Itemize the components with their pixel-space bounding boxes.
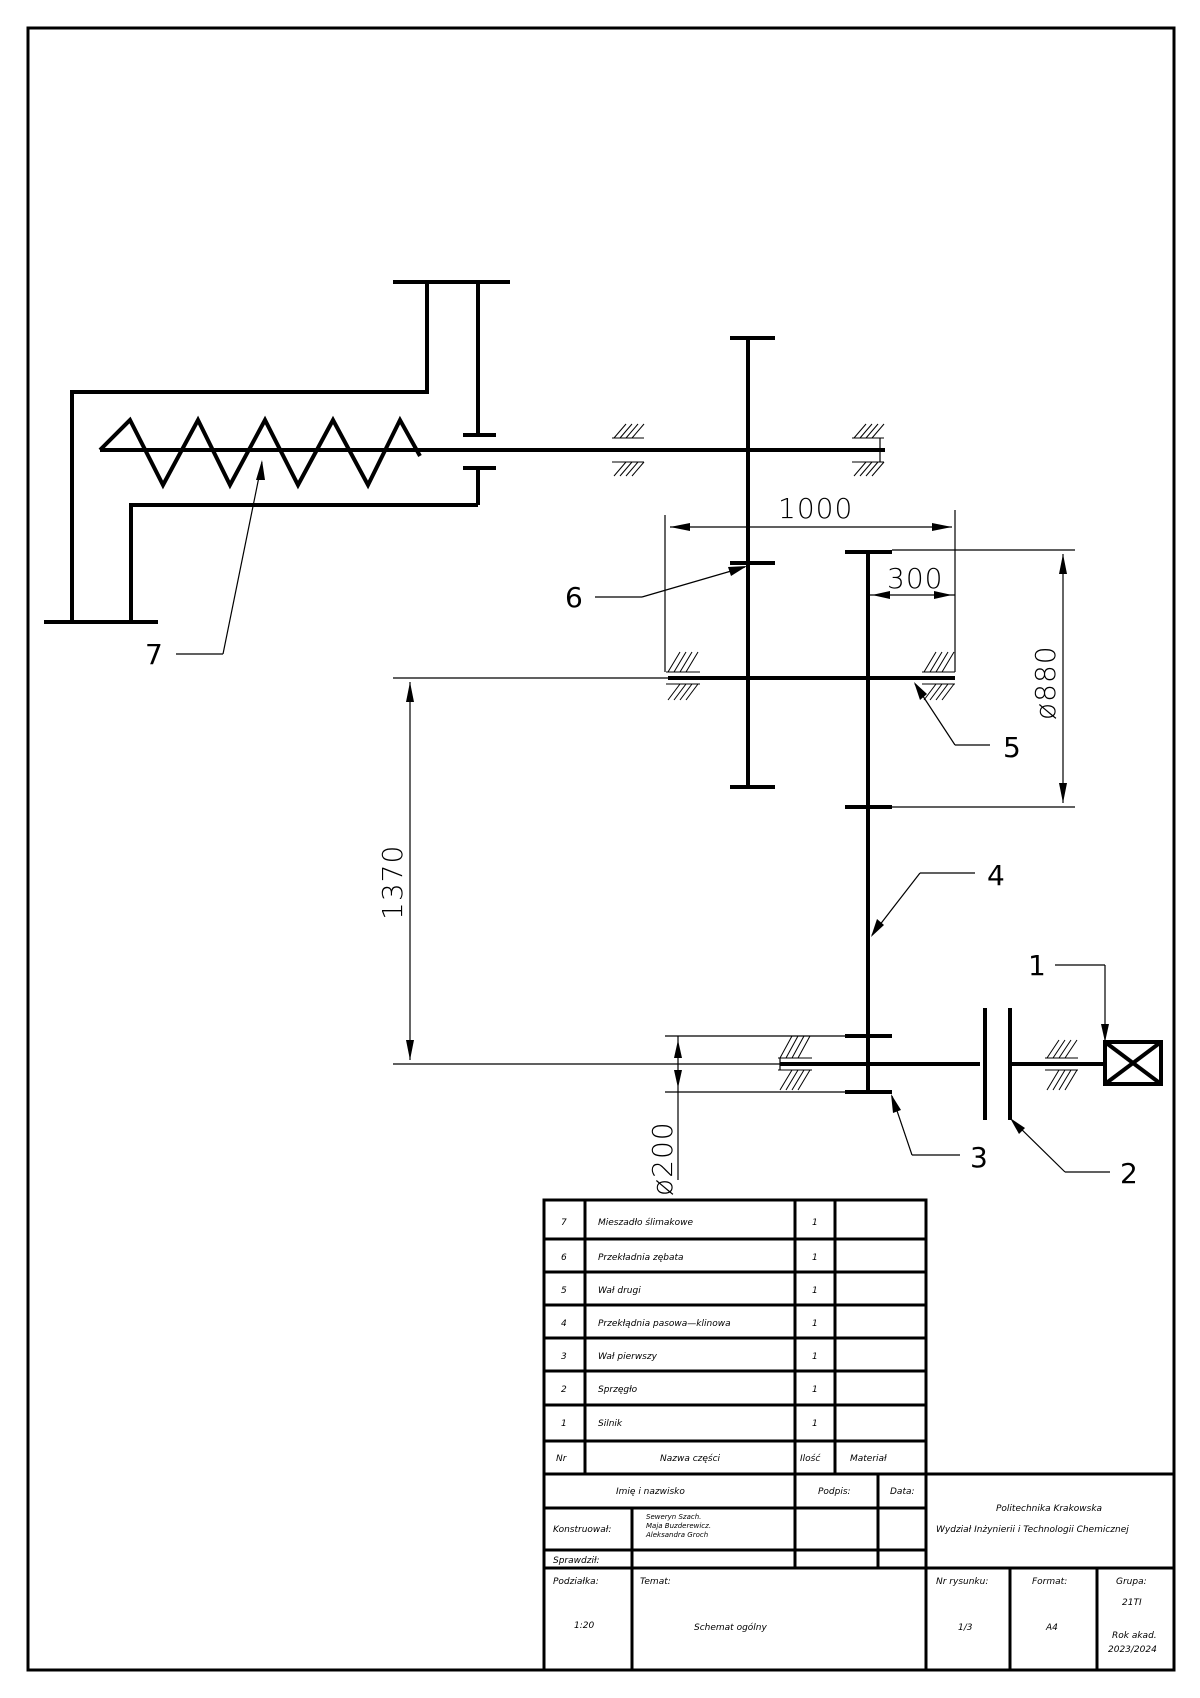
- faculty-name: Wydział Inżynierii i Technologii Chemicz…: [936, 1525, 1129, 1535]
- part-nr: 3: [561, 1352, 567, 1362]
- konstruowal-label: Konstruował:: [553, 1525, 611, 1535]
- part-nr: 4: [561, 1319, 567, 1329]
- dimension-880: [892, 549, 1075, 808]
- part-name: Silnik: [598, 1419, 623, 1429]
- part-qty: 1: [812, 1286, 818, 1296]
- part-qty: 1: [812, 1218, 818, 1228]
- title-block-texts: Imię i nazwisko Podpis: Data: Konstruowa…: [553, 1487, 1157, 1655]
- leader-2: [1010, 1118, 1110, 1173]
- dimension-300: [868, 591, 955, 599]
- dimension-1370: [393, 677, 780, 1065]
- dimension-200: [665, 1035, 845, 1180]
- leader-3: [891, 1094, 960, 1156]
- header-name: Nazwa części: [660, 1453, 721, 1464]
- part-qty: 1: [812, 1385, 818, 1395]
- label-5: 5: [1003, 731, 1021, 764]
- part-name: Przekładnia zębata: [598, 1253, 684, 1263]
- part-qty: 1: [812, 1352, 818, 1362]
- dimension-1000: [664, 510, 956, 672]
- rok-label: Rok akad.: [1112, 1631, 1157, 1641]
- rok-value: 2023/2024: [1108, 1645, 1157, 1655]
- header-qty: Ilość: [800, 1453, 821, 1464]
- label-3: 3: [970, 1141, 988, 1174]
- part-nr: 7: [561, 1218, 567, 1228]
- podpis-label: Podpis:: [818, 1487, 851, 1497]
- podzialka-label: Podziałka:: [553, 1577, 599, 1587]
- author-2: Maja Buzderewicz.: [646, 1522, 711, 1530]
- leader-4: [871, 872, 975, 937]
- top-shaft-bearings: [612, 423, 885, 477]
- part-name: Mieszadło ślimakowe: [598, 1217, 693, 1228]
- belt-drive: [845, 550, 892, 1094]
- dimension-300-text: 300: [887, 562, 943, 595]
- leader-1: [1055, 964, 1109, 1042]
- screw-mixer: [44, 280, 885, 624]
- grupa-label: Grupa:: [1116, 1577, 1147, 1587]
- parts-list-table: [542, 1198, 928, 1476]
- first-shaft: [778, 1035, 980, 1091]
- leader-6: [595, 566, 747, 598]
- part-nr: 6: [561, 1253, 567, 1263]
- part-nr: 5: [561, 1286, 567, 1296]
- parts-rows: 7 Mieszadło ślimakowe 1 6 Przekładnia zę…: [556, 1217, 887, 1464]
- label-6: 6: [565, 581, 583, 614]
- motor-bearing: [1045, 1039, 1078, 1091]
- part-name: Wał drugi: [598, 1286, 641, 1296]
- author-3: Aleksandra Groch: [645, 1531, 708, 1539]
- part-nr: 2: [561, 1385, 567, 1395]
- second-shaft: [666, 651, 955, 701]
- university-name: Politechnika Krakowska: [996, 1504, 1102, 1514]
- label-7: 7: [145, 638, 163, 671]
- sprawdzil-label: Sprawdził:: [553, 1556, 600, 1566]
- author-1: Seweryn Szach.: [646, 1513, 701, 1521]
- format-value: A4: [1045, 1623, 1058, 1633]
- header-material: Materiał: [850, 1454, 887, 1464]
- label-4: 4: [987, 859, 1005, 892]
- leader-7: [176, 460, 265, 655]
- coupling: [983, 1008, 1105, 1120]
- leader-5: [914, 682, 990, 746]
- part-name: Wał pierwszy: [598, 1352, 658, 1362]
- header-nr: Nr: [556, 1454, 568, 1464]
- dimension-880-text: ø880: [1029, 645, 1062, 720]
- temat-value: Schemat ogólny: [694, 1622, 768, 1633]
- part-qty: 1: [812, 1253, 818, 1263]
- dimension-200-text: ø200: [646, 1121, 679, 1196]
- title-block: [542, 1472, 1176, 1672]
- podzialka-value: 1:20: [574, 1621, 594, 1631]
- part-name: Przekłądnia pasowa—klinowa: [598, 1319, 731, 1329]
- data-label: Data:: [890, 1487, 915, 1497]
- label-1: 1: [1028, 949, 1046, 982]
- part-qty: 1: [812, 1419, 818, 1429]
- dimension-1370-text: 1370: [376, 845, 409, 920]
- nr-rysunku-value: 1/3: [958, 1623, 973, 1633]
- part-qty: 1: [812, 1319, 818, 1329]
- motor: [1103, 1040, 1163, 1086]
- label-2: 2: [1120, 1157, 1138, 1190]
- dimension-1000-text: 1000: [778, 492, 853, 525]
- temat-label: Temat:: [640, 1577, 671, 1587]
- imie-nazwisko-label: Imię i nazwisko: [616, 1487, 685, 1497]
- nr-rysunku-label: Nr rysunku:: [936, 1577, 988, 1587]
- format-label: Format:: [1032, 1577, 1067, 1587]
- gear-transmission: [730, 336, 775, 789]
- grupa-value: 21TI: [1122, 1598, 1142, 1608]
- part-name: Sprzęgło: [598, 1385, 638, 1395]
- part-nr: 1: [561, 1419, 567, 1429]
